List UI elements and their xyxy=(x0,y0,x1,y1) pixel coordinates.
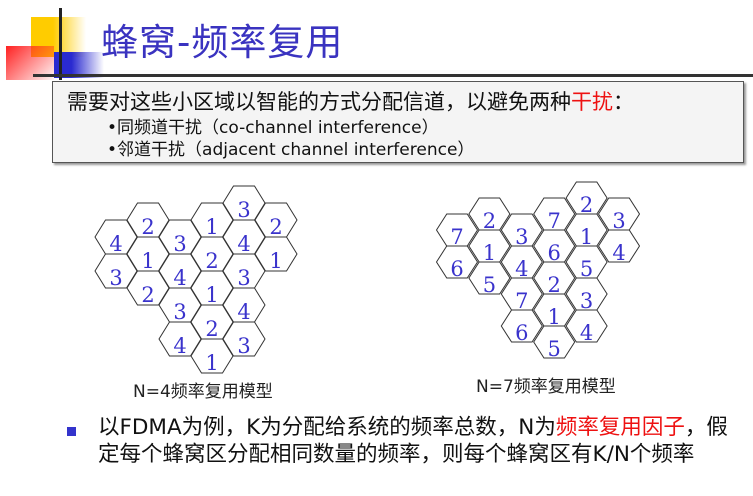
hex-cell xyxy=(597,229,641,263)
para-highlight: 频率复用因子 xyxy=(555,415,685,440)
slide-title: 蜂窝-频率复用 xyxy=(101,21,344,64)
hex-cell-label: 1 xyxy=(483,241,496,265)
hex-cell-label: 1 xyxy=(141,249,154,273)
hex-cell-label: 5 xyxy=(580,257,593,281)
hex-cell-label: 7 xyxy=(450,225,463,249)
interference-box: 需要对这些小区域以智能的方式分配信道，以避免两种干扰： •同频道干扰（co-ch… xyxy=(52,81,744,163)
hex-cell-label: 2 xyxy=(580,193,593,217)
intro-highlight: 干扰 xyxy=(571,90,613,114)
hex-cell-label: 2 xyxy=(141,215,154,239)
hex-cell-label: 4 xyxy=(515,257,528,281)
hex-cell-label: 4 xyxy=(612,241,625,265)
hex-cell-label: 7 xyxy=(515,289,528,313)
hex-cell-label: 3 xyxy=(237,334,250,358)
item-cochannel: •同频道干扰（co-channel interference） xyxy=(107,118,439,138)
hex-cell-label: 1 xyxy=(205,215,218,239)
caption-n4: N=4频率复用模型 xyxy=(133,382,273,402)
hex-cell-label: 3 xyxy=(173,300,186,324)
hex-cell-label: 6 xyxy=(450,257,463,281)
hex-cell-label: 5 xyxy=(483,273,496,297)
hex-cell-label: 3 xyxy=(109,266,122,290)
hex-cell xyxy=(468,261,511,295)
hex-cell-label: 1 xyxy=(580,225,593,249)
hex-cell-label: 4 xyxy=(237,232,250,256)
decor-blue-square xyxy=(54,52,104,78)
hex-cell xyxy=(500,309,543,343)
hex-cell xyxy=(254,236,298,272)
hex-cell-label: 4 xyxy=(173,266,186,290)
hex-cell-label: 2 xyxy=(548,273,561,297)
hex-cell-label: 3 xyxy=(612,209,625,233)
hex-cell-label: 2 xyxy=(483,209,496,233)
intro-pre: 需要对这些小区域以智能的方式分配信道，以避免两种 xyxy=(67,90,571,114)
hex-cell-label: 5 xyxy=(548,337,561,361)
hex-cell-label: 4 xyxy=(580,321,593,345)
hex-cell-label: 1 xyxy=(205,283,218,307)
hex-cell-label: 1 xyxy=(205,351,218,375)
hex-cell-label: 2 xyxy=(269,215,282,239)
hex-cell-label: 6 xyxy=(515,321,528,345)
para-pre: 以FDMA为例，K为分配给系统的频率总数，N为 xyxy=(98,415,556,440)
hex-cell xyxy=(222,321,266,357)
para-post: ，假定每个蜂窝区分配相同数量的频率，则每个蜂窝区有K/N个频率 xyxy=(98,415,728,467)
hex-cell-label: 1 xyxy=(548,305,561,329)
fdma-paragraph: 以FDMA为例，K为分配给系统的频率总数，N为频率复用因子，假定每个蜂窝区分配相… xyxy=(98,414,738,468)
hex-cell xyxy=(435,245,479,279)
hex-cell-label: 6 xyxy=(548,241,561,265)
hex-cell-label: 3 xyxy=(515,225,528,249)
hex-cell-label: 7 xyxy=(548,209,561,233)
caption-n7: N=7频率复用模型 xyxy=(476,377,616,397)
decor-vertical-line xyxy=(59,8,62,80)
hex-cell-label: 4 xyxy=(173,334,186,358)
hex-cell-label: 3 xyxy=(173,232,186,256)
hex-cell-label: 3 xyxy=(237,266,250,290)
bullet-icon xyxy=(67,427,76,436)
hex-cell xyxy=(533,325,576,359)
hex-cell-label: 4 xyxy=(109,232,122,256)
item-adjacent: •邻道干扰（adjacent channel interference） xyxy=(107,140,475,160)
hex-cell-label: 3 xyxy=(580,289,593,313)
intro-post: ： xyxy=(613,90,634,114)
hex-cell-label: 3 xyxy=(237,198,250,222)
hex-cell-label: 4 xyxy=(237,300,250,324)
hex-cell-label: 2 xyxy=(205,249,218,273)
hex-cell-label: 1 xyxy=(269,249,282,273)
hex-cell-label: 2 xyxy=(205,317,218,341)
intro-text: 需要对这些小区域以智能的方式分配信道，以避免两种干扰： xyxy=(67,86,634,116)
decor-horizontal-line xyxy=(33,74,753,77)
hex-cell xyxy=(565,309,608,343)
hex-cell-label: 2 xyxy=(141,283,154,307)
